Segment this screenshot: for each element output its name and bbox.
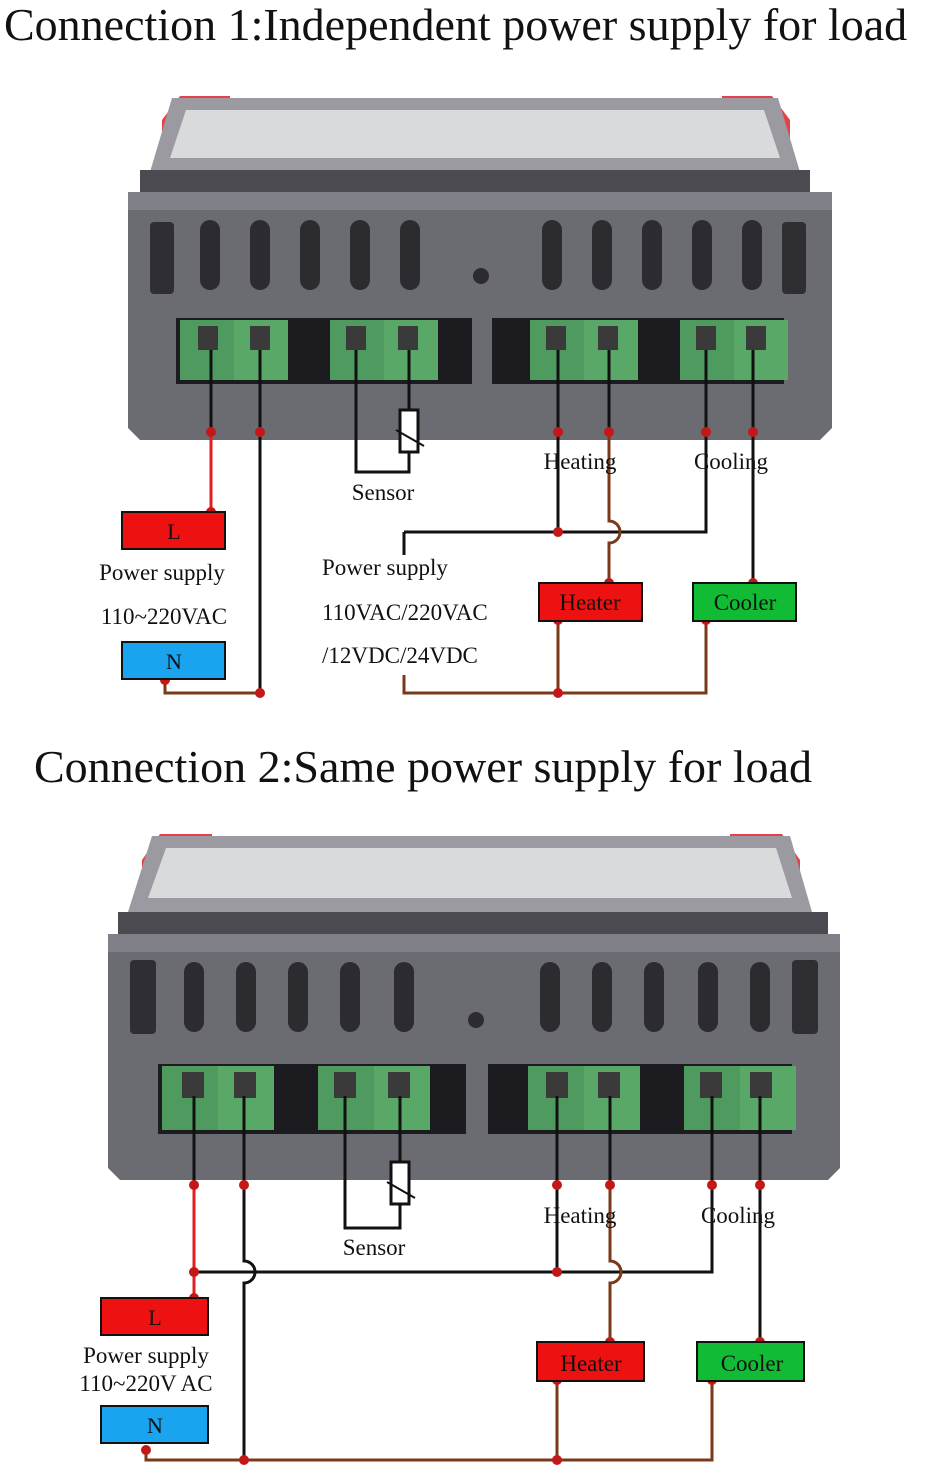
controller-device-image <box>128 96 832 440</box>
cooler-box <box>696 1341 805 1382</box>
connection-1-heading: Connection 1:Independent power supply fo… <box>4 0 908 50</box>
live-box <box>121 511 226 550</box>
connection-2-wiring-diagram: L N Power supply 110~220V AC Sensor Heat… <box>79 834 840 1465</box>
sensor-label: Sensor <box>343 1235 406 1260</box>
heater-label: Heater <box>559 590 621 615</box>
cooler-label: Cooler <box>714 590 777 615</box>
neutral-label: N <box>147 1413 163 1438</box>
sensor-element <box>395 408 425 454</box>
cooling-label: Cooling <box>694 449 769 474</box>
heater-box <box>538 582 643 622</box>
heating-label: Heating <box>544 1203 617 1228</box>
heater-label: Heater <box>560 1351 622 1376</box>
live-label: L <box>167 519 180 544</box>
cooling-label: Cooling <box>701 1203 776 1228</box>
sensor-element <box>386 1160 416 1206</box>
connection-1-wiring-diagram: L N Power supply 110~220VAC Sensor Heati… <box>99 96 832 698</box>
junction-dots <box>141 1180 765 1465</box>
heating-label: Heating <box>544 449 617 474</box>
load-power-dc-label: /12VDC/24VDC <box>322 643 478 668</box>
cooler-label: Cooler <box>721 1351 784 1376</box>
neutral-box <box>121 641 226 680</box>
heater-box <box>536 1341 645 1382</box>
common-bus-wire <box>558 350 708 534</box>
controller-device-image <box>108 834 840 1180</box>
sensor-wire-left <box>343 1096 402 1230</box>
power-voltage-label: 110~220VAC <box>101 604 227 629</box>
heater-feed-wire <box>608 1185 623 1342</box>
connection-2-heading: Connection 2:Same power supply for load <box>34 741 813 792</box>
sensor-label: Sensor <box>352 480 415 505</box>
sensor-wire-left <box>354 350 411 474</box>
power-supply-label: Power supply <box>99 560 225 585</box>
load-power-supply-label: Power supply <box>322 555 448 580</box>
live-box <box>100 1297 209 1336</box>
neutral-label: N <box>166 649 182 674</box>
power-supply-label: Power supply <box>83 1343 209 1368</box>
load-power-ac-label: 110VAC/220VAC <box>322 600 488 625</box>
cooler-box <box>692 582 797 622</box>
power-voltage-label: 110~220V AC <box>79 1371 212 1396</box>
neutral-link-wire <box>163 680 260 695</box>
labels: L N Power supply 110~220VAC Sensor Heati… <box>99 449 777 674</box>
terminal-boxes <box>121 511 797 680</box>
heater-feed-wire <box>607 432 622 583</box>
live-label: L <box>148 1305 161 1330</box>
labels: L N Power supply 110~220V AC Sensor Heat… <box>79 1203 783 1438</box>
load-return-wire <box>144 1380 714 1462</box>
terminal-boxes <box>100 1297 805 1444</box>
neutral-box <box>100 1405 209 1444</box>
